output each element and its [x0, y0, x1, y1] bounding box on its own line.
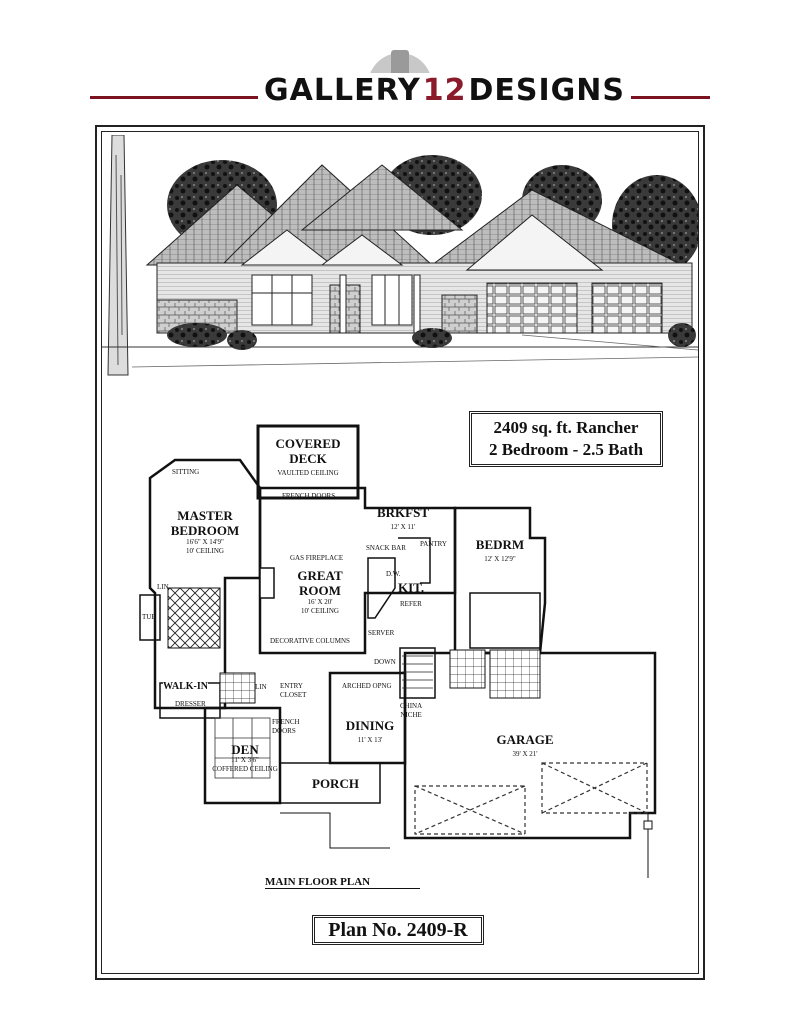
entry-closet-line1: ENTRY [280, 682, 303, 690]
floor-plan: COVERED DECK VAULTED CEILING FRENCH DOOR… [130, 418, 670, 888]
brand-part3: DESIGNS [468, 73, 626, 108]
den-ceiling: COFFERED CEILING [212, 765, 278, 773]
square-footage: 2409 sq. ft. Rancher [493, 418, 639, 437]
down-label: DOWN [374, 658, 396, 666]
covered-deck-line2: DECK [289, 451, 327, 466]
den-line: DEN [231, 742, 259, 757]
entry-closet-line2: CLOSET [280, 691, 307, 699]
plan-number-box: Plan No. 2409-R [312, 915, 484, 945]
bed-bath-count: 2 Bedroom - 2.5 Bath [488, 440, 644, 459]
dining-label: DINING 11' X 13' [335, 719, 405, 747]
french-doors-top: FRENCH DOORS [282, 492, 336, 500]
garage-label: GARAGE 39' X 21' [490, 733, 560, 761]
great-line2: ROOM [299, 583, 341, 598]
bedrm-line: BEDRM [475, 537, 525, 552]
french-doors-den-line1: FRENCH [272, 718, 300, 726]
lin-label-1: LIN [157, 583, 169, 591]
garage-dim: 39' X 21' [512, 750, 538, 758]
great-room-label: GREAT ROOM 16' X 20' 10' CEILING [280, 568, 360, 616]
brand-part2: 12 [422, 73, 467, 108]
porch-label: PORCH [312, 776, 359, 791]
brkfst-dim: 12' X 11' [390, 523, 416, 531]
french-doors-den-line2: DOORS [272, 727, 296, 735]
dining-dim: 11' X 13' [357, 736, 383, 744]
bedrm-dim: 12' X 12'9" [484, 555, 516, 563]
master-dim: 16'6" X 14'9" [186, 538, 224, 546]
french-doors-den-label: FRENCH DOORS [272, 718, 300, 736]
refer-label: REFER [400, 600, 422, 608]
den-dim: 11' X 3'6" [231, 756, 259, 764]
great-line1: GREAT [297, 568, 343, 583]
garage-line: GARAGE [496, 732, 554, 747]
china-niche-line2: NICHE [400, 711, 422, 719]
covered-deck-label: COVERED DECK VAULTED CEILING [260, 436, 356, 481]
gas-fireplace-label: GAS FIREPLACE [290, 554, 344, 562]
house-elevation-illustration [102, 134, 702, 380]
covered-deck-line1: COVERED [275, 436, 341, 451]
page-frame [95, 125, 705, 980]
brand-part1: GALLERY [264, 73, 421, 108]
walk-in-label: WALK-IN [163, 681, 209, 692]
floor-plan-title: MAIN FLOOR PLAN [265, 876, 421, 889]
pantry-label: PANTRY [420, 540, 447, 548]
great-dim: 16' X 20' [307, 598, 333, 606]
brkfst-line: BRKFST [376, 505, 429, 520]
master-line2: BEDROOM [170, 523, 240, 538]
master-line1: MASTER [177, 508, 233, 523]
bedrm-label: BEDRM 12' X 12'9" [465, 538, 535, 566]
page-frame-inner [101, 131, 699, 974]
kit-label: KIT. [398, 580, 425, 595]
deck-note: VAULTED CEILING [277, 469, 339, 477]
plan-summary-box: 2409 sq. ft. Rancher 2 Bedroom - 2.5 Bat… [469, 411, 663, 467]
lin-label-2: LIN [255, 683, 267, 691]
den-label: DEN 11' X 3'6" COFFERED CEILING [205, 743, 285, 774]
dresser-label: DRESSER [175, 700, 206, 708]
master-ceiling: 10' CEILING [185, 547, 224, 555]
server-label: SERVER [368, 629, 395, 637]
entry-closet-label: ENTRY CLOSET [280, 682, 306, 700]
dw-label: D.W. [386, 570, 401, 578]
great-ceiling: 10' CEILING [300, 607, 339, 615]
china-niche-label: CHINA NICHE [400, 702, 422, 720]
brkfst-label: BRKFST 12' X 11' [368, 506, 438, 534]
brand-name: GALLERY12DESIGNS [258, 73, 632, 108]
dining-line: DINING [345, 718, 395, 733]
tub-label: TUB [142, 613, 156, 621]
china-niche-line1: CHINA [400, 702, 423, 710]
master-bedroom-label: MASTER BEDROOM 16'6" X 14'9" 10' CEILING [155, 508, 255, 556]
sitting-label: SITTING [172, 468, 200, 476]
plan-number: Plan No. 2409-R [328, 918, 468, 941]
arched-opng-label: ARCHED OPNG [342, 682, 392, 690]
decorative-columns-label: DECORATIVE COLUMNS [270, 637, 350, 645]
snack-bar-label: SNACK BAR [366, 544, 406, 552]
